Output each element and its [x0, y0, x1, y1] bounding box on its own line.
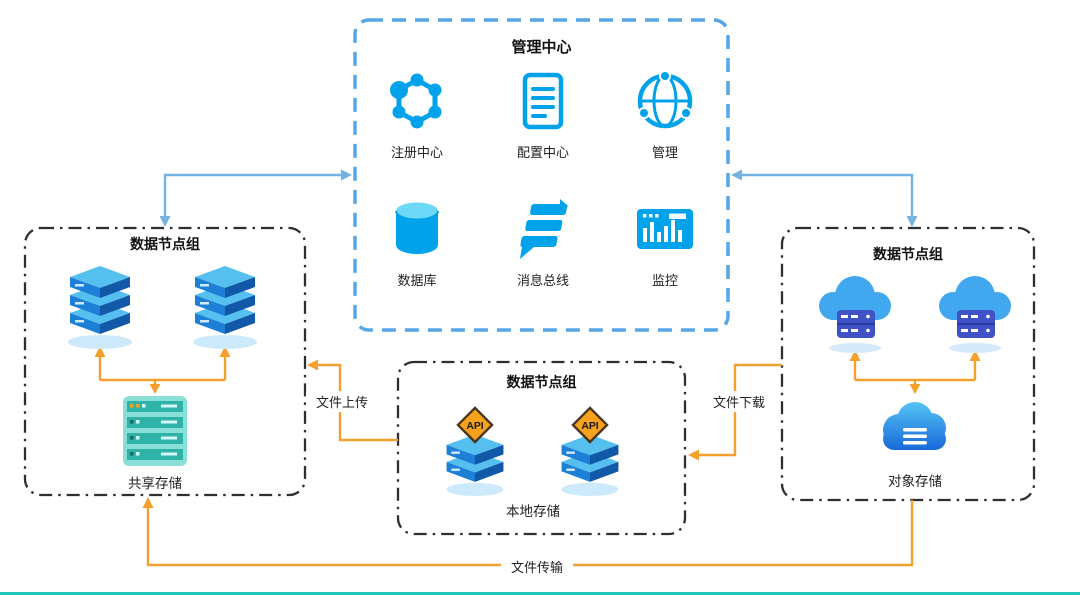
shared-storage-icon — [123, 396, 187, 466]
object-storage-icon — [883, 402, 946, 450]
blue-arrowheads-right — [731, 169, 918, 227]
shared-storage-label: 共享存储 — [128, 476, 182, 491]
upload-arrowhead — [307, 359, 318, 371]
api-server-icon: API — [561, 406, 619, 497]
database-icon — [395, 202, 439, 254]
registry-label: 注册中心 — [390, 145, 443, 160]
admin-globe-icon — [637, 70, 693, 129]
right-data-node-group-box — [780, 226, 1036, 502]
admin-item: 管理 — [605, 68, 725, 161]
cloud-server-node-icon — [939, 276, 1011, 353]
left-group-internal-connector — [98, 354, 227, 385]
management-center-title: 管理中心 — [511, 39, 572, 56]
message-bus-label: 消息总线 — [516, 273, 569, 288]
download-arrowhead — [688, 449, 699, 461]
monitor-label: 监控 — [651, 273, 678, 288]
config-icon — [522, 72, 564, 130]
left-group-internal-arrowheads — [94, 346, 231, 394]
right-group-internal-connector — [853, 358, 977, 385]
blue-arrowheads-left — [159, 169, 352, 227]
api-badge-text: API — [581, 421, 598, 432]
registry-center-item: 注册中心 — [357, 68, 477, 161]
monitor-icon — [637, 209, 693, 249]
center-data-node-group-box — [396, 360, 687, 536]
management-center-box — [353, 18, 730, 332]
server-node-icon — [68, 266, 132, 349]
transfer-edge-label: 文件传输 — [501, 556, 573, 577]
database-label: 数据库 — [397, 273, 437, 288]
message-bus-icon — [519, 199, 568, 259]
config-label: 配置中心 — [516, 145, 569, 160]
blue-connector-right — [742, 173, 914, 216]
transfer-arrowhead — [142, 497, 154, 508]
object-storage-label: 对象存储 — [888, 474, 942, 489]
local-storage-label: 本地存储 — [506, 504, 560, 519]
registry-icon — [390, 73, 442, 129]
left-group-title: 数据节点组 — [130, 236, 200, 252]
database-item: 数据库 — [357, 196, 477, 289]
bottom-edge-bar — [0, 592, 1080, 595]
api-server-icon: API — [446, 406, 504, 497]
cloud-server-node-icon — [819, 276, 891, 353]
api-badge-text: API — [466, 421, 483, 432]
download-edge-label: 文件下载 — [703, 391, 775, 412]
right-group-internal-arrowheads — [849, 350, 981, 394]
server-node-icon — [193, 266, 257, 349]
admin-label: 管理 — [651, 145, 678, 160]
left-data-node-group-box — [23, 226, 307, 497]
monitor-item: 监控 — [605, 196, 725, 289]
blue-connector-left — [163, 173, 341, 216]
upload-edge-label: 文件上传 — [306, 391, 378, 412]
center-group-title: 数据节点组 — [506, 374, 577, 390]
message-bus-item: 消息总线 — [483, 196, 603, 289]
right-group-title: 数据节点组 — [873, 246, 943, 262]
config-center-item: 配置中心 — [483, 68, 603, 161]
